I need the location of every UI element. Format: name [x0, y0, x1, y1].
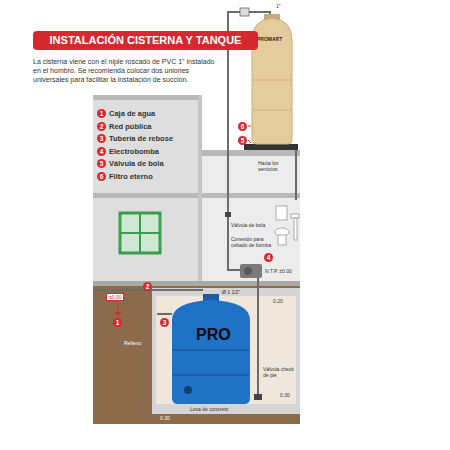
- brand-label: PRO: [196, 325, 231, 344]
- callout-number: 6: [97, 172, 106, 181]
- callout-number: 5: [97, 159, 106, 168]
- note-text: La cisterna viene con el niple roscado d…: [33, 57, 223, 84]
- window-bar: [120, 232, 160, 234]
- cistern-rib: [173, 349, 249, 351]
- legend-text: Filtro eterno: [109, 172, 153, 181]
- callout-number: 1: [97, 109, 106, 118]
- brand-label: PROMART: [257, 36, 282, 42]
- roof-cap: [93, 95, 200, 100]
- legend-row: 6Filtro eterno: [97, 172, 153, 181]
- part-label: 0.30: [280, 392, 290, 398]
- legend-text: Caja de agua: [109, 109, 155, 118]
- facade: [93, 95, 200, 285]
- title-band: INSTALACIÓN CISTERNA Y TANQUE: [33, 31, 258, 50]
- callout-number: 3: [97, 134, 106, 143]
- dimension-label: 0.30: [160, 415, 170, 421]
- leader-line: [248, 126, 251, 127]
- callout-number: 5: [238, 136, 247, 145]
- legend-row: 5Válvula de bola: [97, 159, 164, 168]
- tank-rib: [253, 79, 291, 80]
- floor-slab: [200, 193, 300, 198]
- callout-number: 4: [97, 147, 106, 156]
- pit-inside: [156, 296, 296, 404]
- level-box: ±0.00: [106, 293, 124, 301]
- service-pipe: [295, 150, 297, 200]
- callout-number: 6: [238, 122, 247, 131]
- tank-rib: [253, 109, 291, 110]
- legend-row: 3Tubería de rebose: [97, 134, 173, 143]
- sink: [291, 214, 299, 218]
- cistern: [172, 300, 250, 404]
- part-label: N.T.P. ±0.00: [265, 268, 292, 274]
- part-label: Conexión para cebado de bomba: [231, 236, 273, 248]
- roof-slab: [200, 150, 300, 156]
- legend-text: Red pública: [109, 122, 152, 131]
- legend-text: Tubería de rebose: [109, 134, 173, 143]
- pump-motor: [244, 267, 252, 275]
- pit-walls: [152, 288, 300, 414]
- overflow-pipe: [157, 313, 172, 315]
- sidewalk: [93, 281, 300, 286]
- part-label: Losa de concreto: [190, 406, 228, 412]
- cistern-rib: [173, 374, 249, 376]
- ball-valve: [225, 212, 231, 217]
- check-valve: [254, 394, 262, 400]
- rooms: [200, 150, 300, 285]
- filter: [240, 8, 249, 16]
- suction-pipe: [257, 278, 259, 395]
- arrow-head: [115, 312, 121, 316]
- leader-line: [248, 140, 251, 143]
- toilet-base: [278, 235, 286, 245]
- part-label: Válvula check de pie: [263, 366, 296, 378]
- part-label: Hacia los servicios: [258, 160, 292, 172]
- callout-number: 3: [160, 318, 169, 327]
- callout-number: 1: [113, 318, 122, 327]
- part-label: 1": [276, 3, 281, 9]
- soil: [93, 286, 300, 424]
- tank: [252, 18, 292, 144]
- wall: [198, 95, 202, 285]
- pump: [240, 264, 262, 278]
- legend-row: 4Electrobomba: [97, 147, 159, 156]
- callout-number: 2: [97, 122, 106, 131]
- part-label: 0.20: [273, 298, 283, 304]
- callout-number: 4: [264, 253, 273, 262]
- sink-pedestal: [294, 218, 297, 240]
- callout-number: 2: [143, 282, 152, 291]
- window: [120, 213, 160, 253]
- part-label: Válvula de bola: [231, 222, 275, 228]
- tank-stand: [244, 144, 298, 150]
- legend-text: Válvula de bola: [109, 159, 164, 168]
- toilet-tank: [276, 206, 287, 220]
- dimension-label: Relleno: [124, 340, 141, 346]
- floor-slab: [93, 193, 200, 198]
- legend-row: 1Caja de agua: [97, 109, 155, 118]
- part-label: Ø 1 1/2": [222, 289, 240, 295]
- legend-text: Electrobomba: [109, 147, 159, 156]
- legend-row: 2Red pública: [97, 122, 152, 131]
- cistern-emblem: [184, 386, 192, 394]
- leader-line: [118, 303, 119, 313]
